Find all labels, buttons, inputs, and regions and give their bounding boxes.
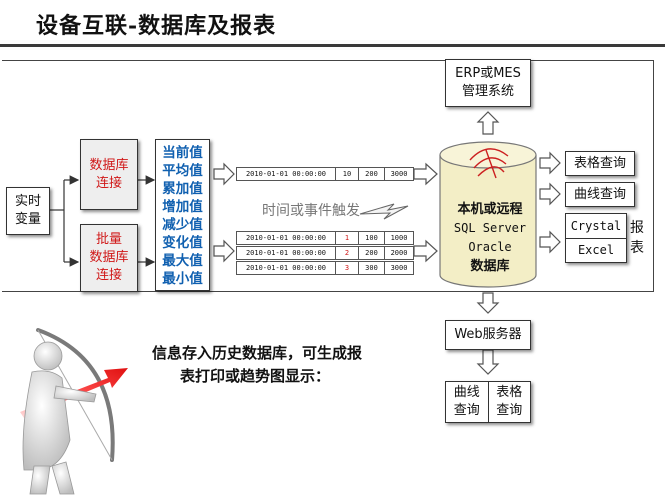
db-connect-line2: 连接 (95, 175, 122, 191)
arrow-db-to-report (539, 230, 561, 254)
arrow-values-to-batch (213, 239, 235, 263)
arrow-batch-to-db (413, 239, 438, 263)
value-type-item: 最小值 (162, 271, 203, 287)
value-type-item: 变化值 (162, 235, 203, 251)
web-curve-line2: 查询 (453, 403, 480, 418)
record-value-c: 3000 (390, 264, 408, 272)
database-label: 本机或远程 SQL Server Oracle 数据库 (442, 200, 538, 276)
batch-connect-line2: 数据库 (89, 250, 129, 265)
batch-record-row: 2010-01-01 00:00:00 3 300 3000 (236, 261, 414, 275)
value-type-item: 增加值 (162, 199, 203, 215)
web-table-query: 表格 查询 (489, 382, 531, 422)
lightning-icon (359, 203, 409, 220)
record-value-b: 300 (359, 262, 385, 274)
web-table-line2: 查询 (496, 403, 523, 418)
record-time: 2010-01-01 00:00:00 (237, 232, 336, 244)
record-time: 2010-01-01 00:00:00 (237, 262, 336, 274)
source-line2: 变量 (14, 212, 41, 227)
page-title: 设备互联-数据库及报表 (36, 13, 277, 39)
record-value-a: 2 (336, 247, 359, 259)
description-note: 信息存入历史数据库，可生成报 表打印或趋势图显示： (152, 342, 432, 388)
figure-arm-icon (53, 385, 97, 403)
web-curve-query: 曲线 查询 (446, 382, 489, 422)
record-value-b: 100 (359, 232, 385, 244)
value-type-item: 累加值 (162, 181, 203, 197)
realtime-variable-box: 实时 变量 (6, 187, 50, 235)
arrow-db-to-table (539, 151, 561, 175)
value-types-list: 当前值 平均值 累加值 增加值 减少值 变化值 最大值 最小值 (155, 139, 210, 291)
erp-line2: 管理系统 (461, 84, 514, 99)
web-curve-line1: 曲线 (453, 385, 480, 400)
figure-head-icon (33, 341, 63, 371)
note-line1: 信息存入历史数据库，可生成报 (152, 344, 363, 362)
erp-mes-box: ERP或MES 管理系统 (445, 59, 531, 107)
sql-server-logo-icon (469, 148, 509, 179)
batch-record-row: 2010-01-01 00:00:00 2 200 2000 (236, 246, 414, 260)
arrow-web-to-queries (476, 349, 500, 375)
record-time: 2010-01-01 00:00:00 (237, 168, 336, 180)
record-value-c: 2000 (390, 249, 408, 257)
value-type-item: 最大值 (162, 253, 203, 269)
batch-connect-line1: 批量 (95, 232, 122, 247)
record-value-a: 3 (336, 262, 359, 274)
table-query-box: 表格查询 (565, 151, 635, 176)
record-time: 2010-01-01 00:00:00 (237, 247, 336, 259)
database-line2: SQL Server (453, 221, 527, 235)
figure-leg-icon (29, 465, 51, 495)
value-type-item: 减少值 (162, 217, 203, 233)
arrow-db-to-erp (476, 111, 500, 135)
note-line2: 表打印或趋势图显示： (180, 367, 331, 385)
report-tools-box: Crystal Excel (565, 213, 627, 263)
record-value-b: 200 (359, 168, 385, 180)
connector-to-values (138, 175, 156, 267)
report-label: 报 表 (630, 218, 644, 258)
arrow-single-to-db (413, 162, 438, 186)
bow-icon (36, 328, 115, 462)
crystal-label: Crystal (566, 214, 626, 239)
arrow-db-to-curve (539, 182, 561, 206)
diagram-frame (2, 60, 654, 292)
title-divider (0, 44, 665, 47)
database-line4: 数据库 (470, 259, 510, 274)
value-type-item: 当前值 (162, 145, 203, 161)
database-line3: Oracle (468, 240, 512, 254)
record-value-c: 1000 (390, 234, 408, 242)
excel-label: Excel (577, 243, 615, 258)
web-table-line1: 表格 (496, 385, 523, 400)
batch-connect-line3: 连接 (95, 268, 122, 283)
hollow-arrows (213, 111, 561, 375)
figure-body-icon (22, 370, 71, 471)
arrow-values-to-single (213, 162, 235, 186)
trigger-label: 时间或事件触发 (262, 203, 360, 219)
batch-record-row: 2010-01-01 00:00:00 1 100 1000 (236, 231, 414, 245)
value-type-item: 平均值 (162, 163, 203, 179)
erp-line1: ERP或MES (455, 66, 521, 81)
db-connect-line1: 数据库 (89, 157, 129, 173)
web-server-box: Web服务器 (445, 320, 531, 350)
record-value-a: 10 (336, 168, 359, 180)
source-fork-lines (50, 175, 80, 267)
web-query-box: 曲线 查询 表格 查询 (445, 381, 531, 423)
report-line2: 表 (630, 240, 644, 256)
source-line1: 实时 (14, 194, 41, 209)
single-record-row: 2010-01-01 00:00:00 10 200 3000 (236, 167, 414, 181)
report-line1: 报 (630, 220, 644, 236)
record-value-a: 1 (336, 232, 359, 244)
arrow-db-to-web (476, 292, 500, 314)
database-line1: 本机或远程 (457, 202, 523, 217)
record-value-c: 3000 (390, 170, 408, 178)
batch-db-connect-box: 批量 数据库 连接 (80, 224, 138, 292)
curve-query-box: 曲线查询 (565, 182, 635, 207)
db-connect-box: 数据库 连接 (80, 139, 138, 210)
record-value-b: 200 (359, 247, 385, 259)
